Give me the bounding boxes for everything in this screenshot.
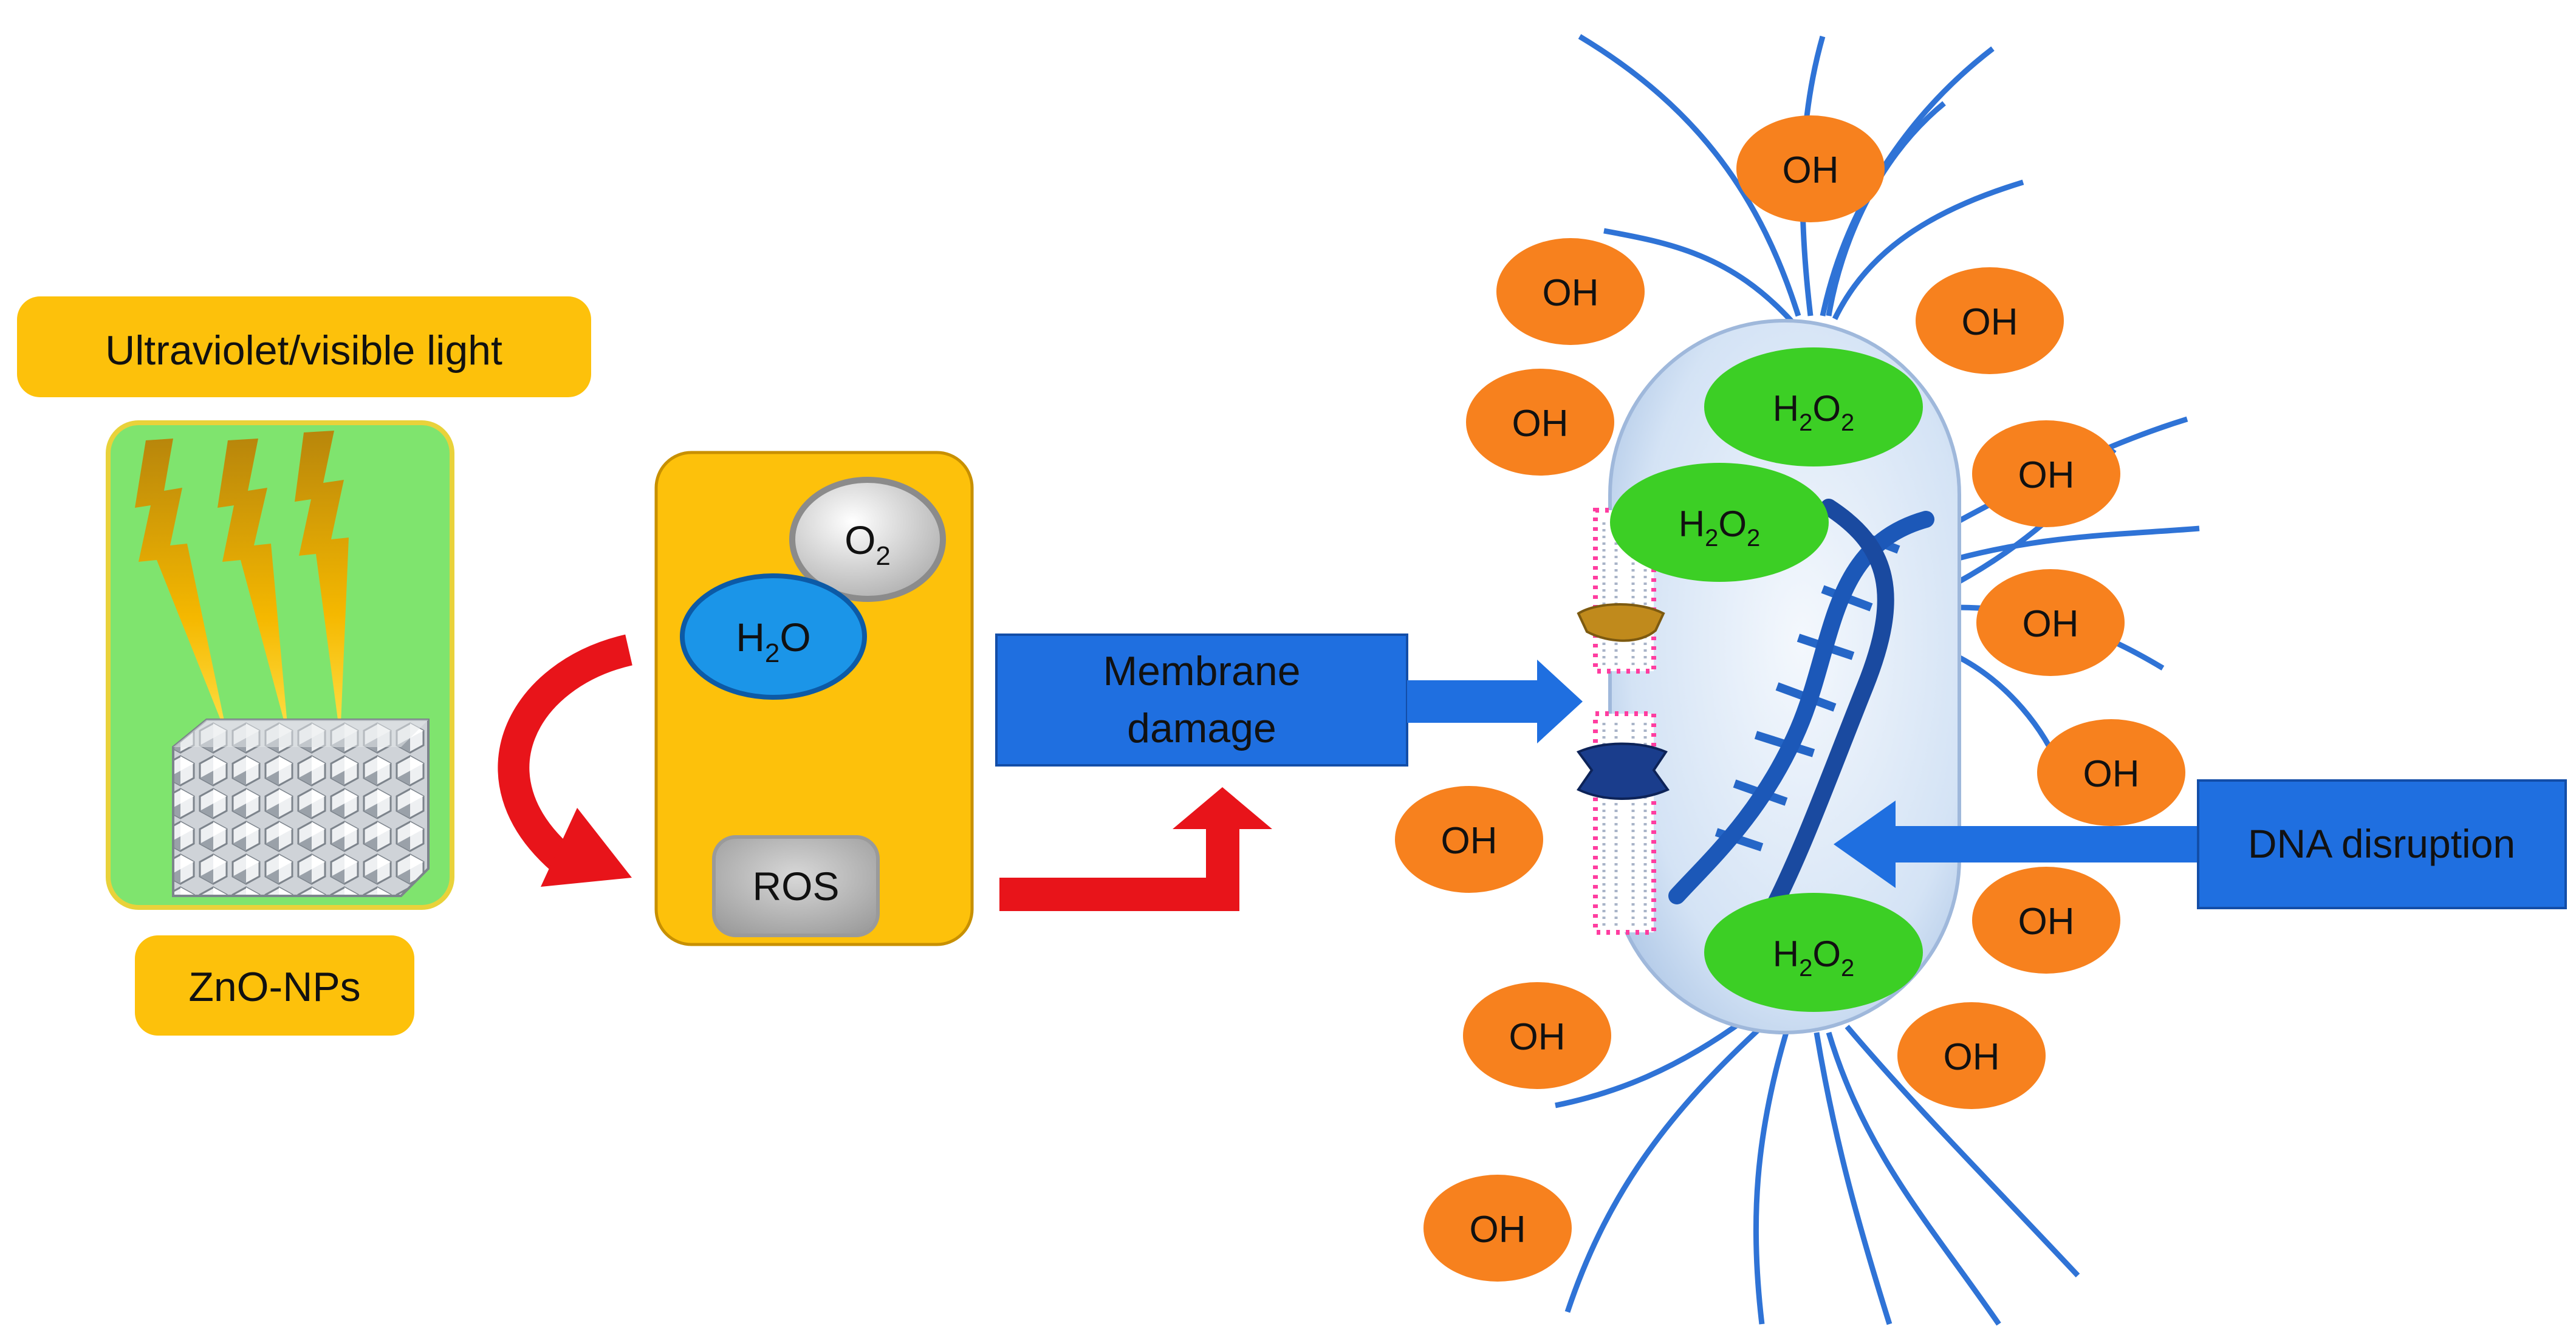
hydroxyl-radical: OH [1897, 1002, 2046, 1109]
bacterium: H2O2 H2O2 H2O2 [1555, 34, 2200, 1326]
peroxide-molecule: H2O2 [1704, 893, 1923, 1012]
peroxide-molecule-icon [1610, 463, 1829, 582]
hydroxyl-radical: OH [1423, 1175, 1572, 1282]
ros-label: ROS [752, 864, 839, 909]
ros-box: ROS [712, 835, 880, 937]
membrane-damage-box [995, 634, 1408, 767]
water-label: H2O [736, 615, 811, 668]
hydroxyl-radical: OH [1976, 569, 2125, 676]
hydroxyl-radical: OH [1395, 786, 1543, 893]
hydroxyl-radical: OH [2037, 719, 2185, 826]
dna-disruption-text: DNA disruption [2248, 821, 2515, 866]
peroxide-label: H2O2 [1773, 388, 1855, 436]
nps-label-box [135, 935, 414, 1036]
ros-box-shape [712, 835, 880, 937]
curved-red-arrow-icon [498, 634, 633, 887]
hydroxyl-radical: OH [1972, 867, 2120, 974]
hydroxyl-radical: OH [1972, 420, 2120, 527]
peroxide-molecule: H2O2 [1704, 347, 1923, 466]
oxygen-label: O2 [844, 517, 891, 571]
hydroxyl-radicals: OH OH OH OH OH OH OH OH OH OH OH OH [1395, 115, 2185, 1282]
cell-membrane-icon [1593, 508, 1656, 935]
hydroxyl-radical: OH [1463, 982, 1611, 1089]
membrane-arrow-icon [1407, 660, 1583, 743]
svg-text:OH: OH [1509, 1016, 1566, 1058]
light-bolt-icon [135, 439, 228, 738]
hydroxyl-radical: OH [1466, 369, 1614, 476]
zno-panel [106, 420, 454, 910]
svg-text:OH: OH [2018, 901, 2075, 943]
svg-text:OH: OH [2023, 603, 2079, 645]
svg-text:OH: OH [1470, 1209, 1526, 1251]
peroxide-molecule-icon [1704, 347, 1923, 466]
peroxide-molecule: H2O2 [1610, 463, 1829, 582]
nps-label-text: ZnO-NPs [188, 964, 360, 1010]
svg-text:OH: OH [1962, 301, 2018, 343]
elbow-red-arrow-icon [999, 787, 1272, 911]
oxygen-molecule-icon [789, 477, 946, 602]
water-molecule-icon [680, 573, 867, 700]
dna-helix-icon [1668, 499, 1934, 932]
peroxide-label: H2O2 [1773, 934, 1855, 982]
membrane-channel-protein-icon [1577, 603, 1665, 642]
light-label-text: Ultraviolet/visible light [105, 327, 502, 374]
svg-text:OH: OH [1543, 272, 1599, 314]
svg-text:OH: OH [1441, 820, 1498, 862]
zno-nanoparticle-lattice-icon [172, 719, 430, 897]
dna-disruption-box [2197, 779, 2567, 909]
light-bolt-icon [295, 431, 349, 738]
peroxide-molecule-icon [1704, 893, 1923, 1012]
light-bolt-icon [218, 439, 289, 738]
dna-disruption: DNA disruption [1834, 779, 2567, 909]
svg-text:OH: OH [2018, 454, 2075, 496]
light-label-box [17, 296, 591, 397]
peroxide-label: H2O2 [1679, 504, 1761, 552]
membrane-damage-line2: damage [1127, 705, 1276, 751]
oxygen-molecule: O2 [789, 477, 946, 602]
svg-text:OH: OH [2083, 753, 2140, 795]
ros-panel: O2 H2O ROS [654, 451, 974, 946]
svg-text:OH: OH [1512, 403, 1569, 445]
membrane-damage-line1: Membrane [1103, 648, 1300, 694]
hydroxyl-radical: OH [1916, 267, 2064, 374]
light-label: Ultraviolet/visible light [17, 296, 591, 397]
membrane-pore-protein-icon [1576, 742, 1670, 800]
svg-text:OH: OH [1944, 1036, 2000, 1078]
dna-arrow-icon [1834, 801, 2198, 888]
hydroxyl-radical: OH [1736, 115, 1885, 222]
hydroxyl-radical: OH [1496, 238, 1645, 345]
nps-label: ZnO-NPs [135, 935, 414, 1036]
svg-text:OH: OH [1783, 149, 1839, 191]
membrane-damage: Membrane damage [995, 634, 1583, 767]
water-molecule: H2O [680, 573, 867, 700]
